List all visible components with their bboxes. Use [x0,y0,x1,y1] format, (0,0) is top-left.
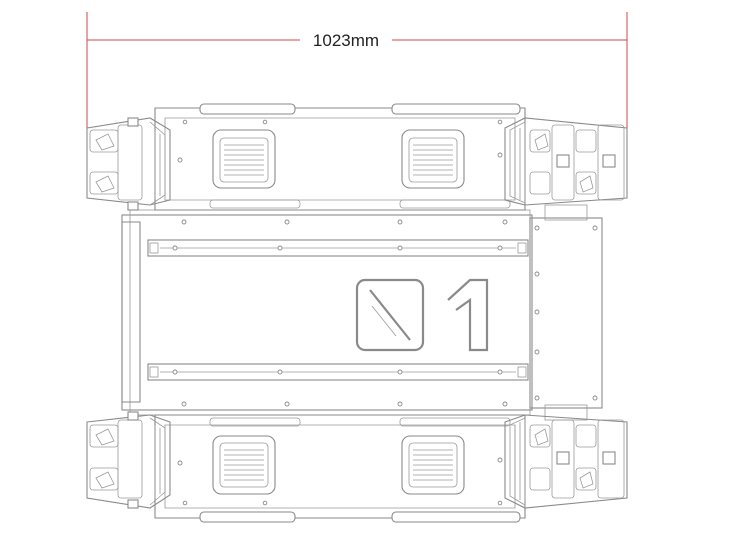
bottom-handle-left [199,511,296,523]
front-bumper [121,221,141,403]
wheel-hub-rear-left [401,129,465,189]
slashed-zero-icon [355,278,425,352]
rear-block [529,217,603,409]
track-bottom-left [86,411,171,509]
wheel-hub-front-right [212,435,276,495]
deck-marking: Ø1 [355,278,489,352]
wheel-hub-rear-right [401,435,465,495]
track-top-left [86,117,171,211]
top-handle-right [391,103,521,115]
dimension-annotation: 1023mm [86,12,628,195]
bottom-rail [147,363,529,381]
digit-one-glyph [447,278,489,352]
top-side-pod [154,103,526,211]
bottom-side-pod [154,414,526,523]
rear-block-top [544,204,588,221]
dimension-label: 1023mm [313,31,379,50]
chassis-body: Ø1 [121,204,603,421]
track-top-right [504,117,628,206]
deck-bolts [172,219,598,407]
track-bottom-right [504,414,628,509]
bottom-handle-right [391,511,521,523]
wheel-hub-front-left [212,129,276,189]
top-rail [147,239,529,257]
top-handle-left [199,103,296,115]
